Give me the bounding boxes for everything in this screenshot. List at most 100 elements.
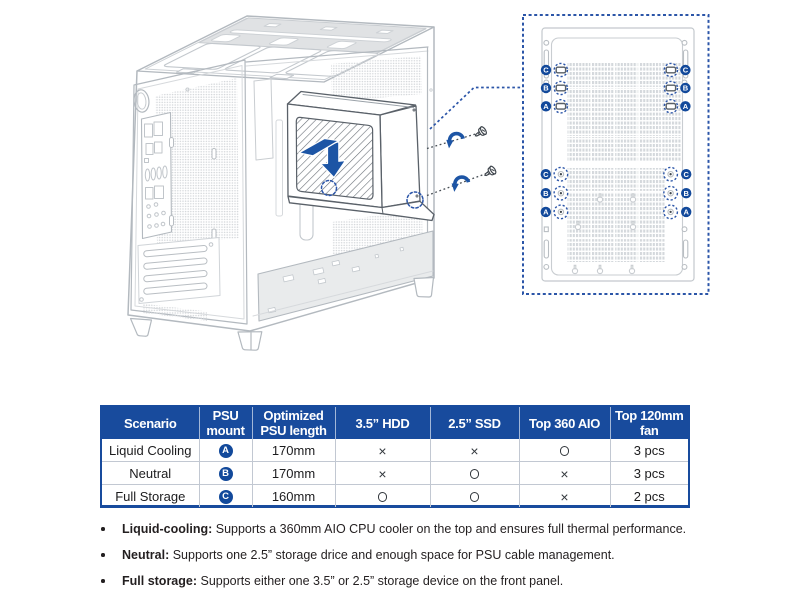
svg-text:C: C bbox=[683, 66, 689, 75]
symbol bbox=[469, 469, 480, 479]
panel-leader-line bbox=[429, 86, 522, 130]
cell-ssd bbox=[429, 484, 519, 507]
mount-badge-b: B bbox=[218, 466, 233, 481]
symbol: × bbox=[560, 489, 569, 506]
svg-text:B: B bbox=[683, 189, 689, 198]
note-liquid-cooling: Liquid-cooling: Supports a 360mm AIO CPU… bbox=[99, 521, 739, 537]
svg-text:B: B bbox=[543, 189, 549, 198]
highlight-circle-arrow bbox=[320, 179, 338, 197]
cell-fan: 2 pcs bbox=[609, 484, 688, 507]
col-header-psu-length: Optimized PSU length bbox=[251, 407, 335, 439]
cell-ssd: × bbox=[429, 439, 519, 462]
rear-bottom-mesh bbox=[143, 303, 207, 321]
bracket-lip bbox=[287, 195, 435, 222]
cell-scenario: Full Storage bbox=[102, 484, 199, 507]
cell-length: 170mm bbox=[251, 461, 335, 485]
note-text: Supports a 360mm AIO CPU cooler on the t… bbox=[212, 522, 687, 536]
case-top-face bbox=[143, 18, 430, 81]
symbol bbox=[559, 446, 570, 456]
rear-io-ports bbox=[140, 111, 173, 240]
mount-row-bottom-c: C C bbox=[540, 166, 692, 182]
col-header-aio: Top 360 AIO bbox=[518, 407, 610, 439]
cell-fan: 3 pcs bbox=[609, 461, 688, 485]
mount-badge-c: C bbox=[218, 489, 233, 504]
case-feet bbox=[129, 276, 435, 351]
svg-text:B: B bbox=[543, 84, 549, 93]
symbol bbox=[469, 492, 480, 502]
symbol: × bbox=[470, 443, 479, 460]
note-full-storage: Full storage: Supports either one 3.5” o… bbox=[99, 573, 739, 589]
cell-hdd: × bbox=[334, 439, 430, 462]
cell-mount: B bbox=[198, 461, 252, 485]
svg-text:A: A bbox=[543, 102, 549, 111]
psu-spec-table: Scenario PSU mount Optimized PSU length … bbox=[100, 405, 690, 508]
cell-fan: 3 pcs bbox=[609, 439, 688, 462]
svg-text:B: B bbox=[683, 84, 689, 93]
cell-hdd: × bbox=[334, 461, 430, 485]
panel-dashed-border bbox=[522, 14, 710, 295]
note-lead: Liquid-cooling: bbox=[122, 522, 213, 536]
panel-top-mount-rows: C C B B A bbox=[540, 62, 691, 114]
mount-badge-a: A bbox=[218, 443, 233, 458]
cell-aio bbox=[518, 439, 610, 462]
bullet-icon bbox=[101, 579, 105, 583]
svg-text:C: C bbox=[543, 170, 549, 179]
psu-bracket bbox=[286, 90, 435, 222]
cell-length: 160mm bbox=[251, 484, 335, 507]
cell-mount: A bbox=[198, 439, 252, 462]
screw-1 bbox=[474, 126, 487, 137]
rotate-arrow-1 bbox=[446, 131, 465, 149]
screw-2 bbox=[484, 165, 497, 177]
svg-text:C: C bbox=[683, 170, 689, 179]
rear-plug-hole bbox=[133, 89, 150, 113]
mount-row-top-b: B B bbox=[540, 80, 691, 96]
mount-row-top-a: A A bbox=[540, 99, 691, 114]
symbol: × bbox=[378, 466, 387, 483]
table-row-neutral: Neutral B 170mm × × 3 pcs bbox=[102, 461, 688, 485]
mount-panel-diagram: C C B B A bbox=[522, 14, 710, 295]
panel-bottom-mount-rows: C C B B bbox=[540, 166, 692, 220]
note-neutral: Neutral: Supports one 2.5” storage drice… bbox=[99, 547, 739, 563]
bullet-icon bbox=[101, 527, 105, 531]
cell-scenario: Neutral bbox=[102, 461, 199, 485]
note-text: Supports either one 3.5” or 2.5” storage… bbox=[197, 574, 564, 588]
bullet-icon bbox=[101, 553, 105, 557]
cell-aio: × bbox=[518, 461, 610, 485]
cell-mount: C bbox=[198, 484, 252, 507]
insert-arrow bbox=[298, 137, 347, 179]
cell-aio: × bbox=[518, 484, 610, 507]
mount-badge: C bbox=[543, 66, 549, 75]
col-header-hdd: 3.5” HDD bbox=[334, 407, 430, 439]
symbol: × bbox=[378, 443, 387, 460]
cell-length: 170mm bbox=[251, 439, 335, 462]
mount-row-top-c: C C bbox=[540, 62, 691, 78]
col-header-ssd: 2.5” SSD bbox=[429, 407, 519, 439]
table-header-row: Scenario PSU mount Optimized PSU length … bbox=[102, 407, 688, 439]
col-header-fan: Top 120mm fan bbox=[609, 407, 688, 439]
note-lead: Neutral: bbox=[122, 548, 170, 562]
table-row-liquid-cooling: Liquid Cooling A 170mm × × 3 pcs bbox=[102, 439, 688, 462]
case-rear-panel bbox=[130, 59, 248, 325]
col-header-psu-mount: PSU mount bbox=[198, 407, 252, 439]
svg-text:A: A bbox=[683, 208, 689, 217]
col-header-scenario: Scenario bbox=[102, 407, 199, 439]
rear-mesh bbox=[155, 78, 239, 246]
mount-row-bottom-b: B B bbox=[540, 185, 692, 201]
symbol bbox=[377, 492, 388, 502]
highlight-circle-corner bbox=[406, 191, 424, 209]
installation-illustration: C C B B A bbox=[0, 0, 710, 351]
rotate-arrow-2 bbox=[451, 175, 471, 192]
table-row-full-storage: Full Storage C 160mm × 2 pcs bbox=[102, 484, 688, 507]
svg-text:A: A bbox=[543, 208, 549, 217]
expansion-slots bbox=[137, 237, 221, 304]
note-text: Supports one 2.5” storage drice and enou… bbox=[169, 548, 615, 562]
mount-row-bottom-a: A A bbox=[540, 204, 692, 220]
svg-text:A: A bbox=[683, 102, 689, 111]
cell-hdd bbox=[334, 484, 430, 507]
cell-scenario: Liquid Cooling bbox=[109, 442, 192, 458]
cell-ssd bbox=[429, 461, 519, 485]
screw-leaders bbox=[426, 86, 522, 197]
case-drawing bbox=[128, 16, 435, 351]
note-lead: Full storage: bbox=[122, 574, 198, 588]
